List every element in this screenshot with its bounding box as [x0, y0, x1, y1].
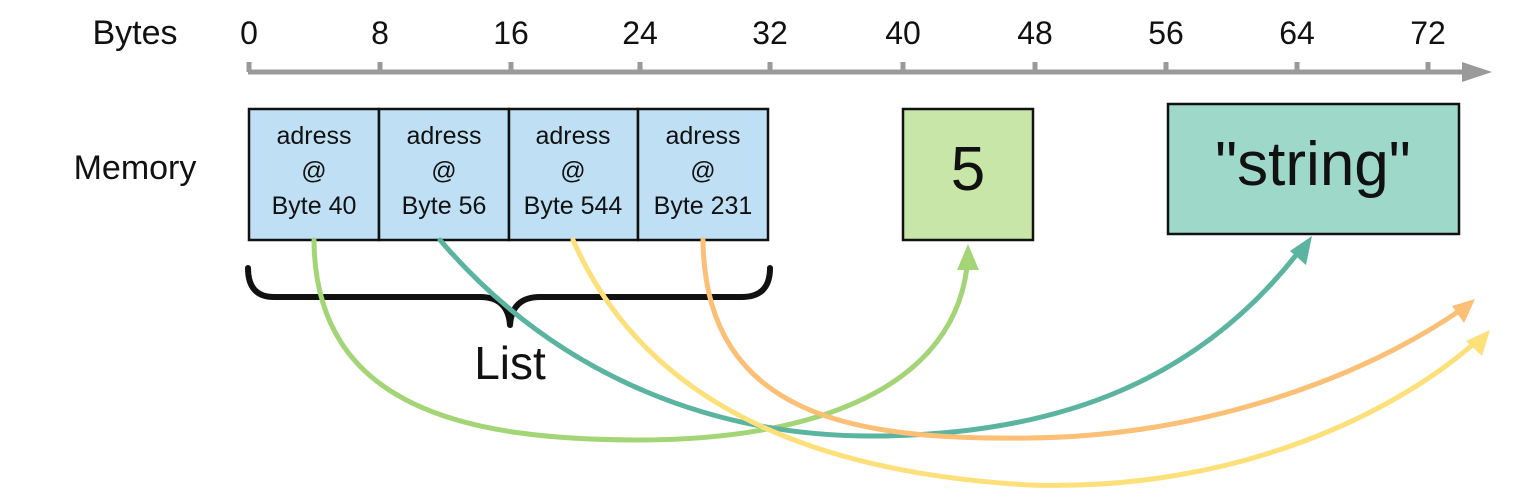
byte-axis	[246, 62, 1470, 75]
cell-text: Byte 231	[654, 192, 753, 220]
list-memory-block: adress @ Byte 40 adress @ Byte 56 adress…	[247, 107, 770, 242]
tick-label: 64	[1279, 15, 1315, 51]
tick-label: 40	[885, 15, 921, 51]
pointer-arrow-orange	[700, 237, 1465, 441]
arrowhead-orange	[1452, 299, 1475, 323]
axis-tick-labels: 0 8 16 24 32 40 48 56 64 72	[240, 15, 1446, 51]
memory-label: Memory	[74, 149, 197, 187]
cell-text: @	[690, 157, 715, 185]
int-value-text: 5	[951, 135, 985, 204]
tick-label: 72	[1410, 15, 1446, 51]
int-value-box	[901, 107, 1035, 242]
cell-text: adress	[276, 122, 351, 150]
cell-text: adress	[535, 122, 610, 150]
axis-title: Bytes	[92, 14, 177, 52]
list-cell	[377, 107, 511, 242]
cell-text: adress	[665, 122, 740, 150]
pointer-arrow-yellow	[570, 237, 1481, 488]
tick-label: 56	[1148, 15, 1184, 51]
cell-text: @	[431, 157, 456, 185]
string-value-text: "string"	[1215, 130, 1411, 199]
cell-text: @	[301, 157, 326, 185]
pointer-arrow-teal	[437, 237, 1303, 439]
pointer-arrow-green	[311, 237, 971, 443]
tick-label: 16	[493, 15, 529, 51]
cell-text: @	[560, 157, 585, 185]
arrowhead-yellow	[1466, 330, 1490, 356]
arrowhead-green	[957, 244, 979, 270]
cell-text: Byte 544	[524, 192, 623, 220]
tick-label: 32	[752, 15, 788, 51]
axis-arrowhead	[1462, 62, 1492, 82]
cell-text: Byte 56	[402, 192, 487, 220]
list-cell	[247, 107, 381, 242]
arrowhead-teal	[1290, 236, 1312, 265]
tick-label: 0	[240, 15, 258, 51]
list-cell	[636, 107, 770, 242]
list-brace	[245, 265, 773, 328]
pointer-arrows	[311, 237, 1481, 488]
list-label: List	[474, 337, 546, 389]
tick-label: 24	[622, 15, 658, 51]
tick-label: 48	[1017, 15, 1053, 51]
string-value-box	[1166, 102, 1461, 236]
tick-label: 8	[371, 15, 389, 51]
cell-text: adress	[406, 122, 481, 150]
cell-text: Byte 40	[272, 192, 357, 220]
